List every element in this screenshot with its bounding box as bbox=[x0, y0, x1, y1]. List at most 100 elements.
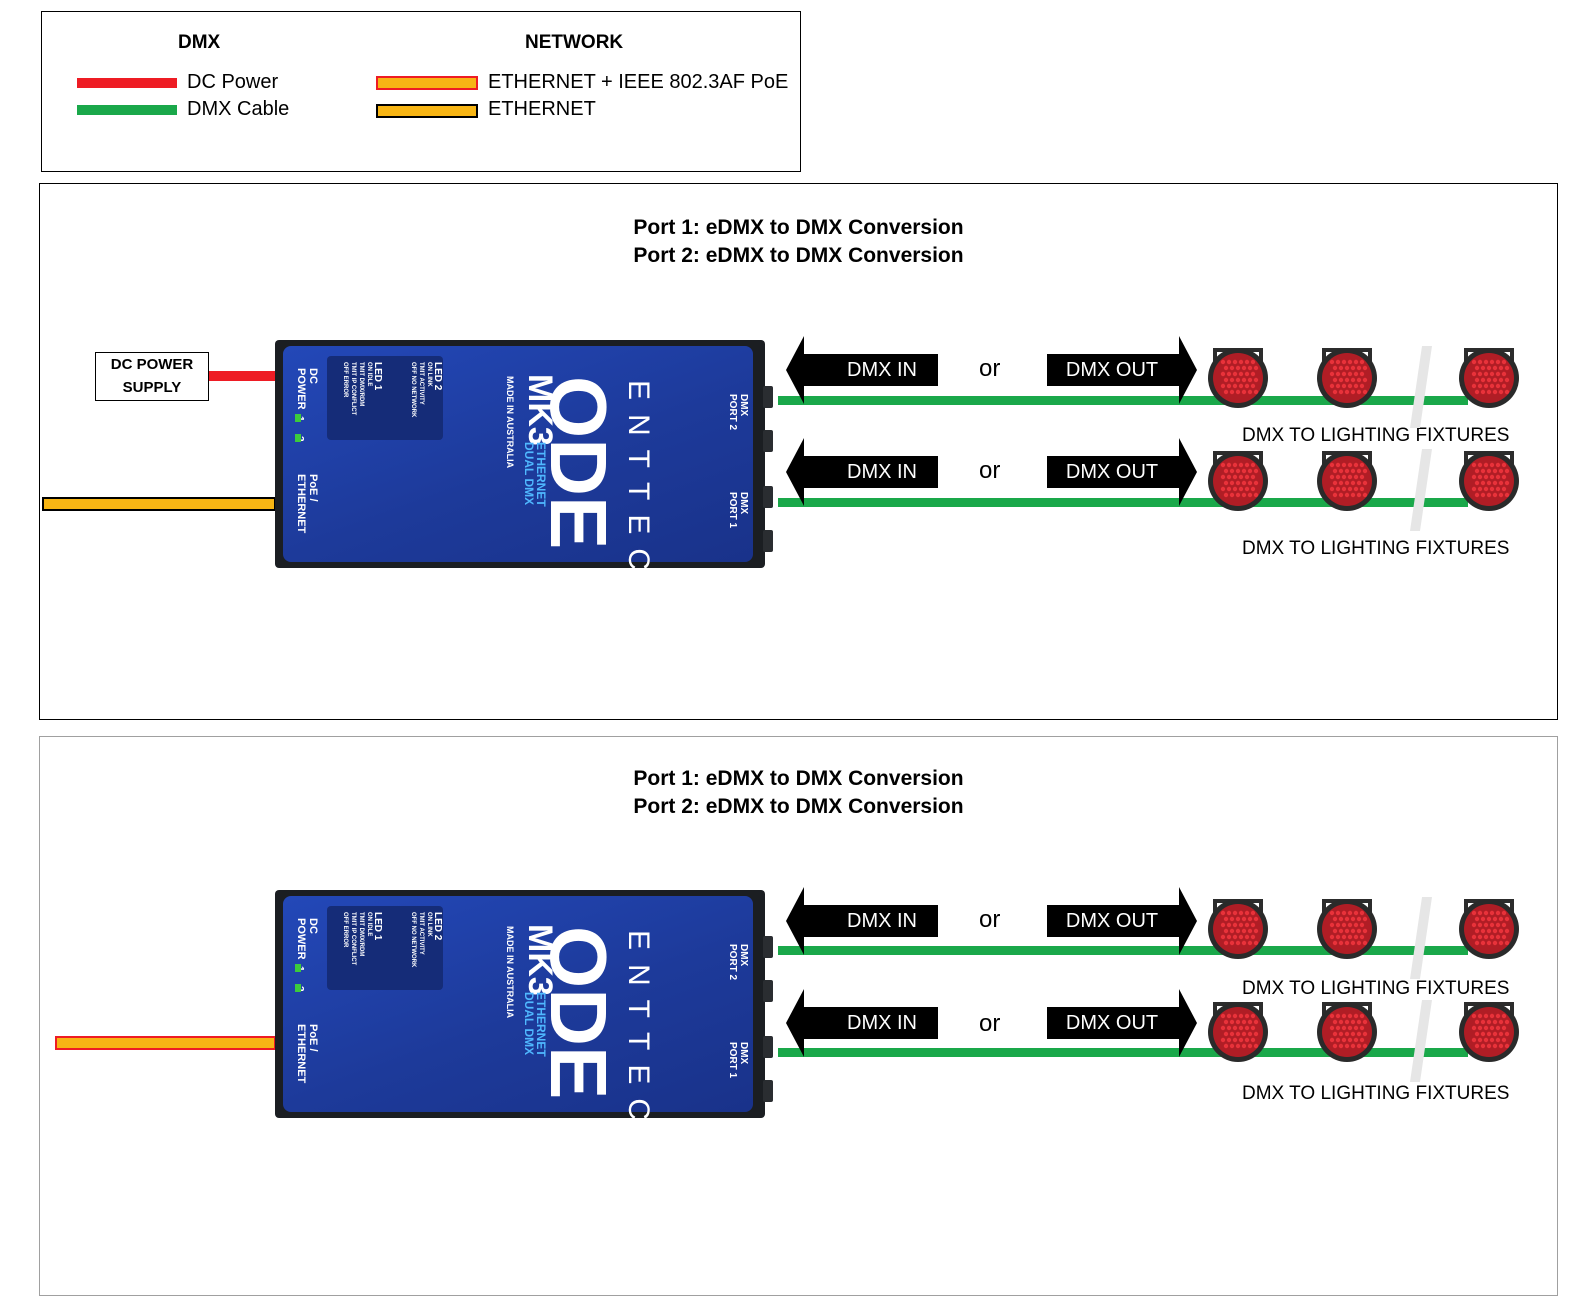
psu-label-1: DC POWER bbox=[110, 356, 194, 373]
or-label: or bbox=[979, 355, 1001, 382]
or-label: or bbox=[979, 1010, 1001, 1037]
lighting-fixture bbox=[1314, 443, 1378, 511]
legend: DMX NETWORK DC Power DMX Cable ETHERNET … bbox=[41, 11, 801, 172]
dmx-in-arrow bbox=[786, 887, 938, 955]
made-in-label: MADE IN AUSTRALIA bbox=[505, 926, 515, 1019]
or-label: or bbox=[979, 457, 1001, 484]
legend-ethernet-swatch bbox=[376, 104, 478, 118]
dmx-out-label: DMX OUT bbox=[1065, 359, 1159, 381]
cable-break-mark bbox=[1410, 1000, 1432, 1082]
model-version: MK3 bbox=[521, 924, 559, 996]
lighting-fixture bbox=[1314, 994, 1378, 1062]
lighting-fixture bbox=[1456, 891, 1520, 959]
panel-2-title-2: Port 2: eDMX to DMX Conversion bbox=[633, 795, 964, 818]
ethernet-cable bbox=[42, 497, 276, 511]
led-indicator-2 bbox=[295, 434, 301, 442]
dmx-out-label: DMX OUT bbox=[1065, 910, 1159, 932]
dmx-port-1-connector bbox=[763, 1036, 773, 1058]
dmx-port-2-connector-b bbox=[763, 980, 773, 1002]
dmx-in-label: DMX IN bbox=[847, 461, 917, 483]
dmx-port-1-connector-b bbox=[763, 530, 773, 552]
lighting-fixture bbox=[1205, 340, 1269, 408]
dmx-out-label: DMX OUT bbox=[1065, 1012, 1159, 1034]
lighting-fixture bbox=[1456, 443, 1520, 511]
poe-ethernet-label: PoE /ETHERNET bbox=[295, 474, 319, 534]
dmx-cable bbox=[778, 946, 1468, 955]
fixtures-label: DMX TO LIGHTING FIXTURES bbox=[1242, 425, 1510, 446]
legend-dmx-cable-swatch bbox=[77, 105, 177, 115]
dmx-cable bbox=[778, 396, 1468, 405]
dc-power-cable bbox=[209, 371, 276, 381]
dmx-in-label: DMX IN bbox=[847, 1012, 917, 1034]
brand-logo: ENTTEC bbox=[622, 380, 655, 584]
legend-poe-label: ETHERNET + IEEE 802.3AF PoE bbox=[488, 71, 789, 93]
led2-title: LED 2 bbox=[432, 362, 443, 391]
dmx-port-1-connector-b bbox=[763, 1080, 773, 1102]
dmx-in-label: DMX IN bbox=[847, 910, 917, 932]
fixtures-label: DMX TO LIGHTING FIXTURES bbox=[1242, 538, 1510, 559]
legend-dc-power-swatch bbox=[77, 78, 177, 88]
led-indicator-1 bbox=[295, 414, 301, 422]
dmx-port-2-connector bbox=[763, 936, 773, 958]
lighting-fixture bbox=[1205, 994, 1269, 1062]
dmx-out-arrow bbox=[1047, 438, 1197, 506]
diagram-panel-1: Port 1: eDMX to DMX Conversion Port 2: e… bbox=[39, 183, 1558, 720]
poe-ethernet-cable bbox=[55, 1036, 276, 1050]
fixtures-label: DMX TO LIGHTING FIXTURES bbox=[1242, 1083, 1510, 1104]
dmx-port-2-connector bbox=[763, 386, 773, 408]
dmx-cable bbox=[778, 498, 1468, 507]
panel-2-title-1: Port 1: eDMX to DMX Conversion bbox=[633, 767, 964, 790]
led1-title: LED 1 bbox=[372, 912, 383, 941]
model-version: MK3 bbox=[521, 374, 559, 446]
dmx-out-arrow bbox=[1047, 336, 1197, 404]
brand-logo: ENTTEC bbox=[622, 930, 655, 1134]
dmx-cable bbox=[778, 1048, 1468, 1057]
fixtures-label: DMX TO LIGHTING FIXTURES bbox=[1242, 978, 1510, 999]
dmx-in-arrow bbox=[786, 438, 938, 506]
legend-dmx-cable-label: DMX Cable bbox=[187, 98, 290, 120]
dmx-out-label: DMX OUT bbox=[1065, 461, 1159, 483]
panel-1-title-1: Port 1: eDMX to DMX Conversion bbox=[633, 216, 964, 239]
made-in-label: MADE IN AUSTRALIA bbox=[505, 376, 515, 469]
legend-network-heading: NETWORK bbox=[525, 32, 624, 53]
lighting-fixture bbox=[1456, 340, 1520, 408]
dmx-in-arrow bbox=[786, 336, 938, 404]
led-indicator-1 bbox=[295, 964, 301, 972]
legend-poe-swatch bbox=[376, 76, 478, 90]
cable-break-mark bbox=[1410, 897, 1432, 979]
legend-dc-power-label: DC Power bbox=[187, 71, 279, 93]
poe-ethernet-label: PoE /ETHERNET bbox=[295, 1024, 319, 1084]
lighting-fixture bbox=[1314, 891, 1378, 959]
led-indicator-2 bbox=[295, 984, 301, 992]
lighting-fixture bbox=[1314, 340, 1378, 408]
led1-title: LED 1 bbox=[372, 362, 383, 391]
legend-ethernet-label: ETHERNET bbox=[488, 98, 596, 120]
lighting-fixture bbox=[1205, 891, 1269, 959]
panel-1-title-2: Port 2: eDMX to DMX Conversion bbox=[633, 244, 964, 267]
cable-break-mark bbox=[1410, 346, 1432, 428]
dmx-out-arrow bbox=[1047, 887, 1197, 955]
psu-label-2: SUPPLY bbox=[122, 379, 182, 396]
dmx-port-1-connector bbox=[763, 486, 773, 508]
dc-power-supply: DC POWER SUPPLY bbox=[95, 352, 209, 401]
dmx-in-label: DMX IN bbox=[847, 359, 917, 381]
dmx-port-2-connector-b bbox=[763, 430, 773, 452]
lighting-fixture bbox=[1456, 994, 1520, 1062]
